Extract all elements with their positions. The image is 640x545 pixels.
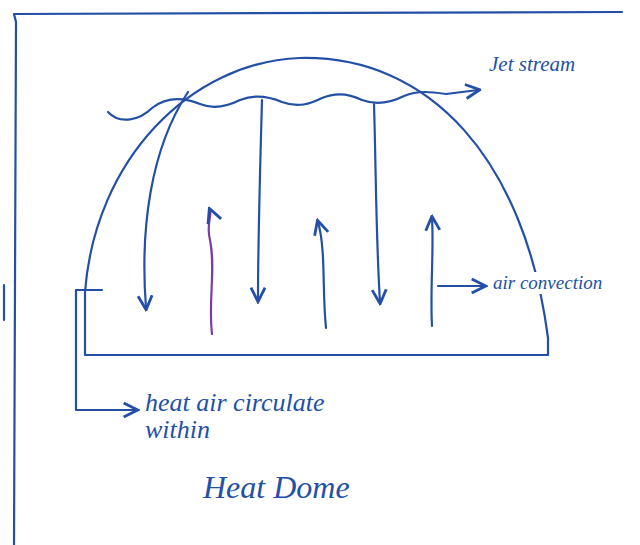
rising-air-arrow (209, 210, 213, 334)
leader-line (76, 290, 136, 410)
rising-air-arrow (431, 218, 432, 326)
dome-outline (85, 58, 548, 355)
sinking-air-arrow (374, 104, 380, 302)
margin-mark (3, 285, 5, 320)
rising-air-arrow (318, 222, 326, 328)
convection-label: air convection (490, 272, 605, 294)
caption-text: Heat Dome (200, 470, 353, 506)
sinking-air-arrow (144, 92, 188, 308)
circulation-label: heat air circulate within (142, 388, 388, 445)
leader-line (438, 285, 484, 287)
jet-stream-label: Jet stream (486, 52, 578, 76)
frame-line (14, 12, 622, 545)
jet-stream-line (108, 90, 478, 120)
sinking-air-arrow (258, 100, 262, 300)
